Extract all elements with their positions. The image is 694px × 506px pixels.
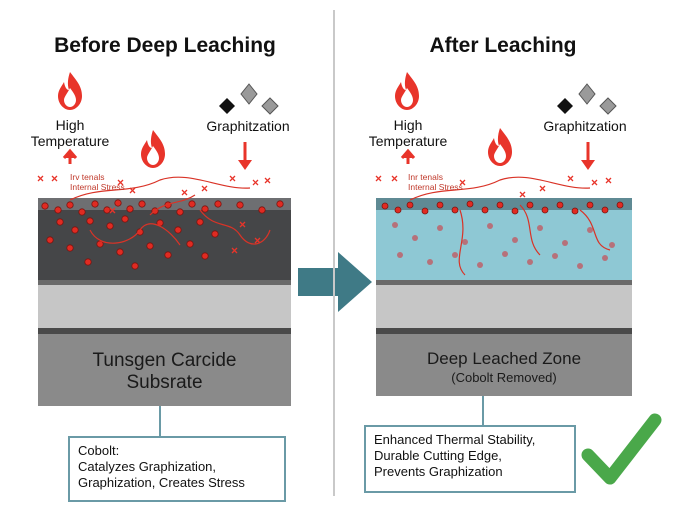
stress-lines — [409, 176, 611, 276]
diamond-icon — [261, 97, 279, 115]
diamond-icon — [219, 98, 235, 114]
leached-particles — [392, 222, 615, 269]
diamond-icon — [599, 97, 617, 115]
left-callout: Cobolt:Catalyzes Graphization,Graphizati… — [68, 436, 286, 502]
check-icon — [581, 413, 662, 485]
mid-layer — [376, 285, 632, 328]
diamond-icon — [240, 83, 258, 105]
transition-arrow-icon — [298, 252, 372, 312]
cobalt-particles — [41, 199, 284, 270]
flame-icon — [141, 130, 165, 168]
diamond-icon — [578, 83, 596, 105]
leached-layer — [376, 210, 632, 280]
right-callout: Enhanced Thermal Stability,Durable Cutti… — [364, 425, 576, 493]
diamond-icon — [557, 98, 573, 114]
stress-marks — [37, 175, 271, 254]
surface-layer — [38, 198, 291, 210]
cobalt-layer — [38, 210, 291, 280]
mid-layer — [38, 285, 291, 328]
left-title: Before Deep Leaching — [54, 34, 276, 57]
substrate-layer — [38, 334, 291, 406]
flame-icon — [488, 128, 512, 166]
left-graphitization-label: Graphitzation — [206, 118, 290, 134]
flame-icon — [395, 72, 419, 110]
up-arrow-icon — [400, 148, 416, 164]
stress-marks — [375, 175, 612, 198]
surface-particles — [381, 200, 624, 215]
flame-icon — [58, 72, 82, 110]
stress-lines — [69, 176, 271, 246]
surface-layer — [376, 198, 632, 210]
right-zone-label: Deep Leached Zone (Cobolt Removed) — [426, 349, 582, 385]
left-substrate-label: Tunsgen Carcide Subsrate — [92, 350, 237, 393]
panel-divider — [333, 10, 335, 496]
right-title: After Leaching — [429, 34, 577, 57]
right-graphitization-label: Graphitzation — [543, 118, 627, 134]
substrate-layer — [376, 334, 632, 396]
up-arrow-icon — [62, 148, 78, 164]
